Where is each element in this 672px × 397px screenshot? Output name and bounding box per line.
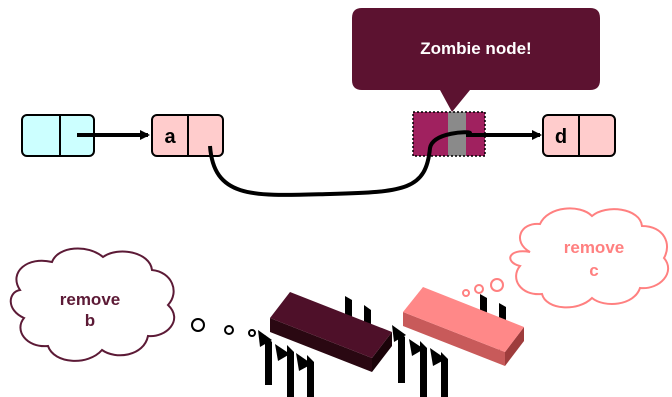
- node-a-label: a: [164, 126, 176, 148]
- node-d: d: [542, 114, 616, 157]
- node-a: a: [151, 114, 224, 157]
- thought-left-line1: remove: [60, 290, 120, 309]
- thought-bubbles-left: [191, 318, 256, 337]
- zombie-callout: Zombie node!: [352, 8, 600, 112]
- processor-chip-light: [392, 287, 524, 397]
- thought-right-line1: remove: [564, 238, 624, 257]
- thought-left-line2: b: [85, 311, 95, 330]
- callout-text: Zombie node!: [420, 39, 531, 58]
- thought-cloud-left: remove b: [9, 247, 176, 362]
- node-d-label: d: [555, 126, 567, 148]
- processor-chip-dark: [258, 292, 392, 397]
- thought-right-line2: c: [589, 261, 598, 280]
- thought-cloud-right: remove c: [509, 207, 670, 309]
- arrow-a-to-d: [208, 130, 472, 197]
- thought-bubbles-right: [462, 278, 504, 297]
